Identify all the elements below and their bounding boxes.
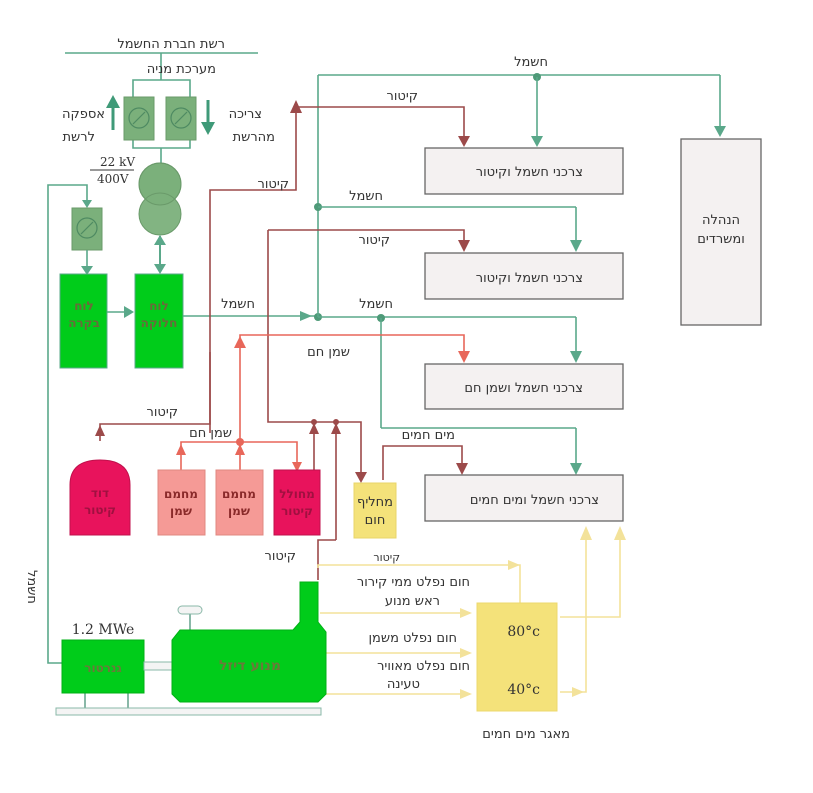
control-meter	[71, 207, 103, 251]
supply-label-2: לרשת	[63, 130, 95, 145]
generator-set	[55, 581, 327, 716]
steam-label-engine: קיטור	[265, 549, 296, 564]
supply-label-1: אספקה	[62, 107, 105, 122]
consumer-box-2: צרכני חשמל וקיטור	[424, 252, 624, 300]
consumption-label-2: מהרשת	[233, 130, 275, 145]
steam-label-2: קיטור	[258, 177, 289, 192]
svg-text:דוד: דוד	[91, 486, 109, 500]
control-panel: לוח בקרה	[59, 273, 108, 369]
svg-text:שמן: שמן	[228, 504, 250, 518]
tank-bottom-temp: 40°c	[507, 682, 540, 698]
svg-text:ומשרדים: ומשרדים	[697, 232, 745, 247]
svg-text:קיטור: קיטור	[281, 504, 313, 518]
transformer-lv-label: 400V	[97, 172, 129, 186]
svg-text:צרכני חשמל ושמן חם: צרכני חשמל ושמן חם	[464, 381, 583, 396]
svg-text:קיטור: קיטור	[84, 503, 116, 517]
consumer-box-1: צרכני חשמל וקיטור	[424, 147, 624, 195]
distribution-panel: לוח חלוקה	[134, 273, 184, 369]
consumer-box-4: צרכני חשמל ומים חמים	[424, 474, 624, 522]
engine-cooling-label-1: חום נפלט ממי קירור	[357, 575, 470, 590]
diesel-engine-label: מנוע דיזל	[219, 658, 281, 674]
steam-generator: מחולל קיטור	[273, 469, 321, 536]
meter-consumption	[165, 96, 197, 141]
hot-water-label: מים חמים	[402, 428, 455, 443]
hot-water-tank-label: מאגר מים חמים	[482, 727, 570, 742]
electricity-label-2: חשמל	[349, 189, 383, 204]
engine-cooling-label-2: ראש מנוע	[385, 594, 440, 609]
svg-text:צרכני חשמל וקיטור: צרכני חשמל וקיטור	[476, 165, 583, 180]
generator-label: גנרטור	[84, 661, 122, 675]
charge-air-label-1: חום נפלט מאוויר	[377, 659, 470, 674]
arrow-down-icon	[201, 100, 215, 135]
transformer-hv-label: 22 kV	[100, 155, 135, 169]
oil-heater-2: מחמם שמן	[215, 469, 264, 536]
bidirectional-arrow-icon	[154, 235, 166, 274]
charge-air-label-2: טעינה	[387, 677, 420, 692]
tank-top-temp: 80°c	[507, 624, 540, 640]
svg-text:לוח: לוח	[149, 299, 169, 313]
generator-rating: 1.2 MWe	[72, 622, 135, 638]
svg-text:לוח: לוח	[74, 299, 94, 313]
steam-label-1: קיטור	[387, 89, 418, 104]
management-box: הנהלה ומשרדים	[680, 138, 762, 326]
hot-oil-label-2: שמן חם	[189, 426, 232, 441]
svg-text:חום: חום	[365, 513, 386, 528]
svg-text:שמן: שמן	[170, 504, 192, 518]
svg-text:צרכני חשמל ומים חמים: צרכני חשמל ומים חמים	[470, 493, 599, 508]
heat-exchanger: מחליף חום	[353, 482, 397, 539]
svg-text:מחמם: מחמם	[164, 487, 198, 501]
svg-text:צרכני חשמל וקיטור: צרכני חשמל וקיטור	[476, 271, 583, 286]
grid-label: רשת חברת החשמל	[117, 37, 225, 52]
meter-supply	[123, 96, 155, 141]
electricity-label-3: חשמל	[359, 297, 393, 312]
hot-water-tank	[476, 602, 558, 712]
svg-text:הנהלה: הנהלה	[702, 213, 740, 228]
steam-label-3: קיטור	[147, 405, 178, 420]
metering-label: מערכת מניה	[147, 62, 216, 77]
electricity-label-main: חשמל	[221, 297, 255, 312]
svg-text:מחולל: מחולל	[279, 487, 315, 501]
svg-text:בקרה: בקרה	[68, 316, 100, 330]
consumption-label-1: צריכה	[229, 107, 262, 122]
svg-text:מחליף: מחליף	[357, 495, 393, 510]
transformer-icon	[138, 162, 182, 236]
hot-oil-label-1: שמן חם	[307, 345, 350, 360]
steam-boiler: דוד קיטור	[69, 459, 131, 536]
electricity-label-top: חשמל	[514, 55, 548, 70]
svg-text:מחמם: מחמם	[222, 487, 256, 501]
arrow-up-icon	[106, 95, 120, 130]
oil-waste-heat-label: חום נפלט משמן	[369, 631, 457, 646]
steam-label-waste: קיטור	[373, 551, 400, 564]
electricity-label-generator: חשמל	[24, 570, 39, 604]
oil-heater-1: מחמם שמן	[157, 469, 206, 536]
svg-text:חלוקה: חלוקה	[141, 316, 178, 330]
consumer-box-3: צרכני חשמל ושמן חם	[424, 363, 624, 410]
steam-label-4: קיטור	[359, 233, 390, 248]
